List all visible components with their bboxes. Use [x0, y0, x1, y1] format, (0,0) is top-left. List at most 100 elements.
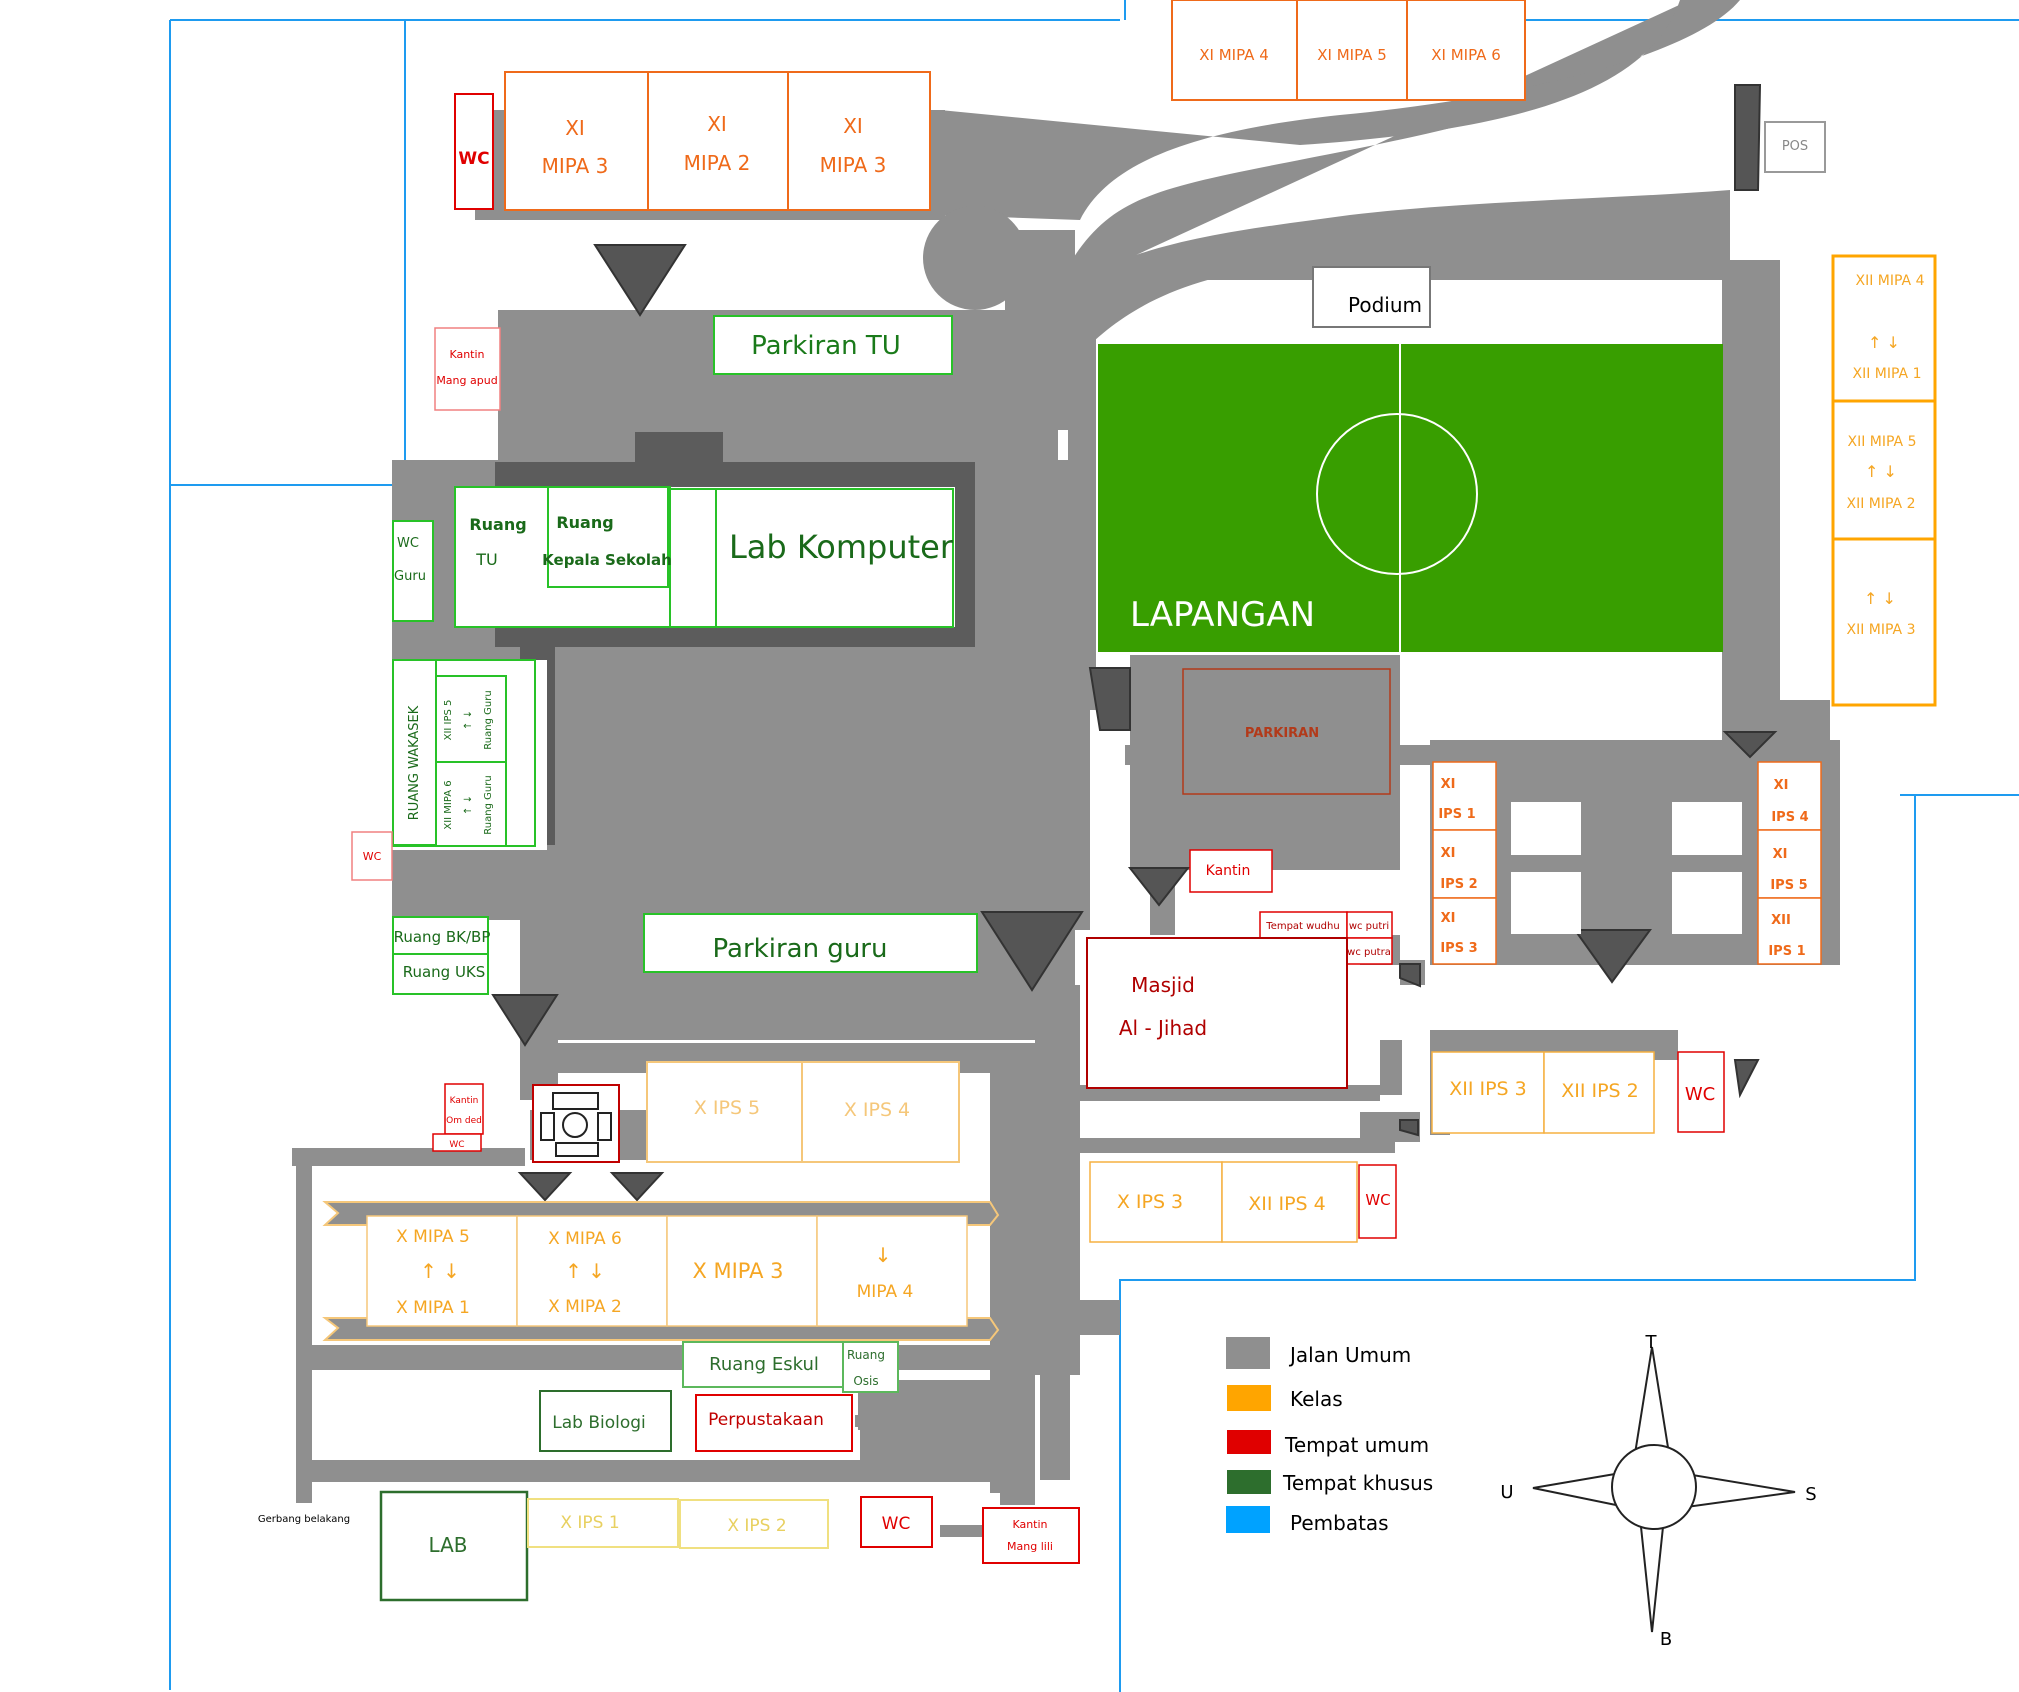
ruang-osis-box: [842, 1341, 899, 1393]
x-ips-5-label: X IPS 5: [694, 1097, 760, 1119]
kantin-mid-label: Kantin: [1206, 863, 1251, 879]
kantin-mang-lili-l1: Kantin: [1012, 1518, 1047, 1531]
kantin-mang-lili-box: [982, 1507, 1080, 1564]
wc-mid-label: WC: [1365, 1191, 1390, 1209]
xii-ips-5-l1: XII IPS 5: [443, 700, 454, 741]
stairs: [491, 84, 1778, 1202]
classroom-xi-mipa-5: XI MIPA 5: [1317, 46, 1387, 64]
xi-ips-3-l1: XI: [1441, 911, 1456, 926]
xi-ips-3-l2: IPS 3: [1440, 941, 1477, 956]
ruang-osis-l2: Osis: [853, 1374, 878, 1388]
lab-biologi-label: Lab Biologi: [552, 1413, 646, 1433]
legend: Jalan Umum Kelas Tempat umum Tempat khus…: [1226, 1337, 1433, 1535]
wc-right-box: [1677, 1051, 1725, 1133]
podium-label: Podium: [1348, 293, 1422, 317]
ruang-eskul-box: [682, 1341, 844, 1388]
ruang-bkbp-label: Ruang BK/BP: [394, 928, 491, 946]
classroom-xi-mipa-4: XI MIPA 4: [1199, 46, 1269, 64]
pos-box: [1764, 121, 1826, 173]
x-ips-4-label: X IPS 4: [844, 1099, 910, 1121]
mipa-4-label: MIPA 4: [857, 1282, 914, 1302]
ruang-osis-l1: Ruang: [847, 1348, 885, 1362]
xi-ips-5-l1: XI: [1773, 847, 1788, 862]
x-ips-2-label: X IPS 2: [727, 1516, 786, 1536]
x-mipa-6-arrow: ↑ ↓: [565, 1259, 605, 1283]
xi-ips-2-l1: XI: [1441, 846, 1456, 861]
wc-mid-box: [1358, 1164, 1397, 1239]
ruang-kepsek-l1: Ruang: [556, 513, 613, 532]
x-mipa-6-l1: X MIPA 6: [548, 1229, 622, 1249]
xi-ips-4-l1: XI: [1774, 778, 1789, 793]
xii-mipa-5-arrow: ↑ ↓: [1865, 462, 1897, 481]
classroom-xi-mipa-3-b-l1: XI: [843, 114, 863, 138]
kantin-mid-box: [1189, 849, 1273, 893]
xi-ips-5-l2: IPS 5: [1770, 878, 1807, 893]
legend-label-jalan-umum: Jalan Umum: [1288, 1343, 1411, 1367]
xii-mipa-column: [1831, 254, 1937, 707]
legend-swatch-jalan-umum: [1226, 1337, 1270, 1369]
lapangan-field: [1098, 344, 1723, 652]
x-mipa-5-l1: X MIPA 5: [396, 1227, 470, 1247]
perpustakaan-label: Perpustakaan: [708, 1410, 824, 1430]
compass-east: S: [1805, 1484, 1816, 1505]
legend-swatch-pembatas: [1226, 1506, 1270, 1533]
wc-bottom-label: WC: [882, 1514, 911, 1534]
xi-ips-1-l1: XI: [1441, 777, 1456, 792]
facility-icon: [532, 1084, 620, 1163]
xi-ips-1-l2: IPS 1: [1438, 807, 1475, 822]
xii-mipa-3-l1: XII MIPA 3: [1847, 622, 1916, 638]
compass-rose-icon: [1532, 1346, 1796, 1633]
xii-mipa-5-l1: XII MIPA 5: [1848, 434, 1917, 450]
compass-north: T: [1645, 1332, 1658, 1353]
wc-guru-l2: Guru: [394, 569, 426, 584]
pos-label: POS: [1782, 139, 1808, 154]
xii-ips-3-2-block: [1431, 1051, 1655, 1134]
xi-ips-blocks: [1432, 761, 1822, 965]
xii-mipa-5-l2: XII MIPA 2: [1847, 496, 1916, 512]
wc-right-label: WC: [1685, 1084, 1715, 1105]
ruang-eskul-label: Ruang Eskul: [709, 1354, 819, 1375]
podium-box: [1312, 266, 1431, 328]
mipa-4-arrow: ↓: [875, 1243, 892, 1267]
kantin-mang-apud-l1: Kantin: [449, 348, 484, 361]
parkiran-guru-label: Parkiran guru: [713, 934, 888, 964]
kantin-om-dedi-box: [444, 1083, 484, 1135]
wc-small-box: [432, 1133, 482, 1152]
xii-ips-2-label: XII IPS 2: [1561, 1080, 1639, 1102]
x-ips-5-4-block: [646, 1061, 960, 1163]
legend-label-tempat-khusus: Tempat khusus: [1282, 1471, 1433, 1495]
classroom-xi-mipa-3-b-l2: MIPA 3: [820, 153, 887, 177]
wc-putra-label: wc putra: [1347, 947, 1391, 958]
parkiran-label: PARKIRAN: [1245, 726, 1319, 741]
xii-mipa-6-l2: Ruang Guru: [483, 775, 494, 834]
xii-ips-1-l2: IPS 1: [1768, 944, 1805, 959]
wc-top-box: [454, 93, 494, 210]
perpustakaan-box: [695, 1394, 853, 1452]
masjid-box: [1086, 937, 1348, 1089]
x-ips-1-2-block: [527, 1498, 829, 1549]
xii-ips-4-label: XII IPS 4: [1248, 1193, 1326, 1215]
compass-south: B: [1660, 1629, 1672, 1650]
kantin-om-dedi-l2: Om ded: [446, 1116, 482, 1126]
x-ips-3-block: [1089, 1161, 1358, 1243]
compass-west: U: [1500, 1482, 1513, 1503]
lapangan-label: LAPANGAN: [1130, 595, 1315, 635]
xii-mipa-4-arrow: ↑ ↓: [1868, 333, 1900, 352]
wc-small-label: WC: [449, 1140, 464, 1150]
legend-label-tempat-umum: Tempat umum: [1284, 1433, 1429, 1457]
wc-guru-box: [392, 520, 434, 622]
masjid-l2: Al - Jihad: [1119, 1016, 1207, 1040]
lab-box: [379, 1490, 529, 1602]
parkiran-tu-box: [713, 315, 953, 375]
parkiran-box: [1182, 668, 1391, 795]
xii-mipa-4-l2: XII MIPA 1: [1853, 366, 1922, 382]
classroom-xi-mipa-6: XI MIPA 6: [1431, 46, 1501, 64]
legend-swatch-kelas: [1227, 1385, 1271, 1411]
parkiran-tu-label: Parkiran TU: [751, 331, 901, 361]
legend-label-pembatas: Pembatas: [1290, 1511, 1389, 1535]
ruang-tu-l1: Ruang: [469, 515, 526, 534]
xii-ips-5-arrow: ↑ ↓: [463, 710, 474, 730]
xi-ips-2-l2: IPS 2: [1440, 877, 1477, 892]
legend-swatch-tempat-khusus: [1227, 1470, 1271, 1494]
